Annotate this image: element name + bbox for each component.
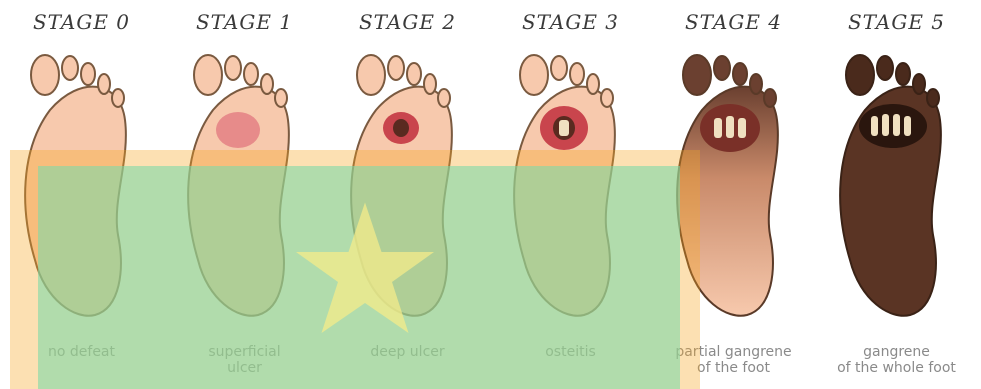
foot-stage-4-illustration	[652, 40, 815, 340]
foot-shape	[188, 55, 289, 316]
foot-stage-2-illustration	[326, 40, 489, 340]
superficial-ulcer-mark	[216, 112, 260, 148]
stage-1: STAGE 1 superficial ulcer	[163, 0, 326, 389]
stage-title: STAGE 3	[489, 10, 652, 34]
foot-stage-5-illustration	[815, 40, 978, 340]
stage-caption: deep ulcer	[326, 344, 489, 360]
foot-stage-3-illustration	[489, 40, 652, 340]
foot-shape	[840, 55, 941, 316]
foot-stage-1-illustration	[163, 40, 326, 340]
stage-title: STAGE 5	[815, 10, 978, 34]
stage-title: STAGE 1	[163, 10, 326, 34]
stage-title: STAGE 4	[652, 10, 815, 34]
stage-caption: partial gangrene of the foot	[652, 344, 815, 376]
stage-caption: osteitis	[489, 344, 652, 360]
stage-caption: superficial ulcer	[163, 344, 326, 376]
foot-shape	[25, 55, 126, 316]
stage-caption: gangrene of the whole foot	[815, 344, 978, 376]
foot-shape	[351, 55, 452, 316]
stage-title: STAGE 2	[326, 10, 489, 34]
stage-4: STAGE 4 partial gangrene of the foot	[652, 0, 815, 389]
foot-stage-0-illustration	[0, 40, 163, 340]
stage-caption: no defeat	[0, 344, 163, 360]
stage-0: STAGE 0 no defeat	[0, 0, 163, 389]
stage-3: STAGE 3 osteitis	[489, 0, 652, 389]
stage-2: STAGE 2 deep ulcer	[326, 0, 489, 389]
stage-5: STAGE 5 gangrene of the whole foot	[815, 0, 978, 389]
foot-shape	[514, 55, 615, 316]
foot-shape	[677, 55, 778, 316]
stage-title: STAGE 0	[0, 10, 163, 34]
